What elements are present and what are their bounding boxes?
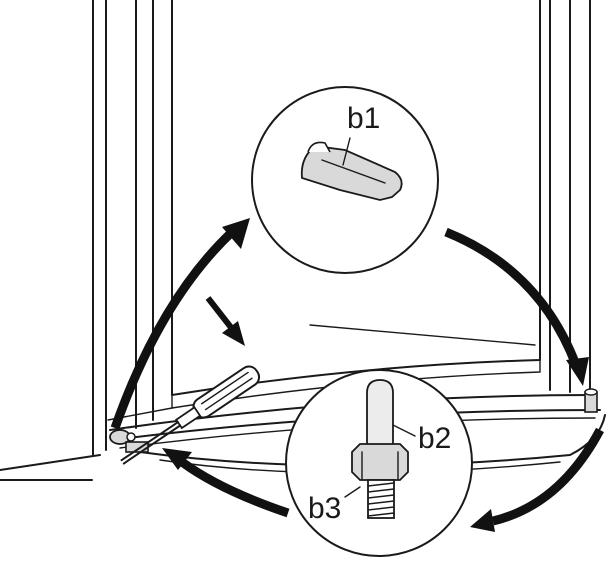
screwdriver-icon	[120, 365, 261, 465]
label-b1: b1	[347, 102, 380, 135]
hinge-cover-clip	[300, 141, 403, 201]
b3-leader-line	[344, 486, 361, 498]
label-b2: b2	[418, 422, 451, 455]
pointer-arrow	[205, 296, 245, 346]
right-hinge	[584, 388, 598, 413]
detail-circle-b2-b3: b2 b3	[285, 369, 473, 557]
left-hinge	[109, 429, 149, 453]
label-b3: b3	[308, 492, 341, 525]
detail-circle-b1: b1	[251, 86, 439, 274]
hinge-pin	[351, 379, 409, 519]
b2-leader-line	[392, 424, 416, 437]
motion-arrows	[110, 218, 604, 532]
appliance-cabinet	[0, 0, 591, 481]
b1-leader-line	[342, 137, 351, 166]
